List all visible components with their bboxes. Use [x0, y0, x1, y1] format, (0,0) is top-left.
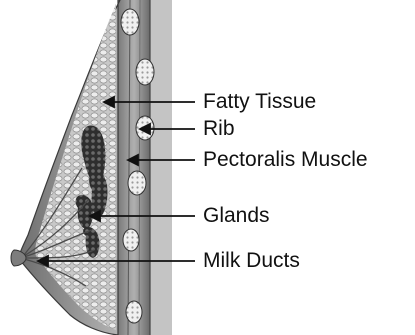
pectoralis-muscle-shape [118, 0, 150, 335]
label-milk-ducts: Milk Ducts [203, 249, 300, 273]
label-glands: Glands [203, 204, 270, 228]
label-pectoralis-muscle: Pectoralis Muscle [203, 148, 368, 172]
label-fatty-tissue: Fatty Tissue [203, 90, 316, 114]
label-rib: Rib [203, 117, 235, 141]
chest-wall-shape [150, 0, 172, 335]
